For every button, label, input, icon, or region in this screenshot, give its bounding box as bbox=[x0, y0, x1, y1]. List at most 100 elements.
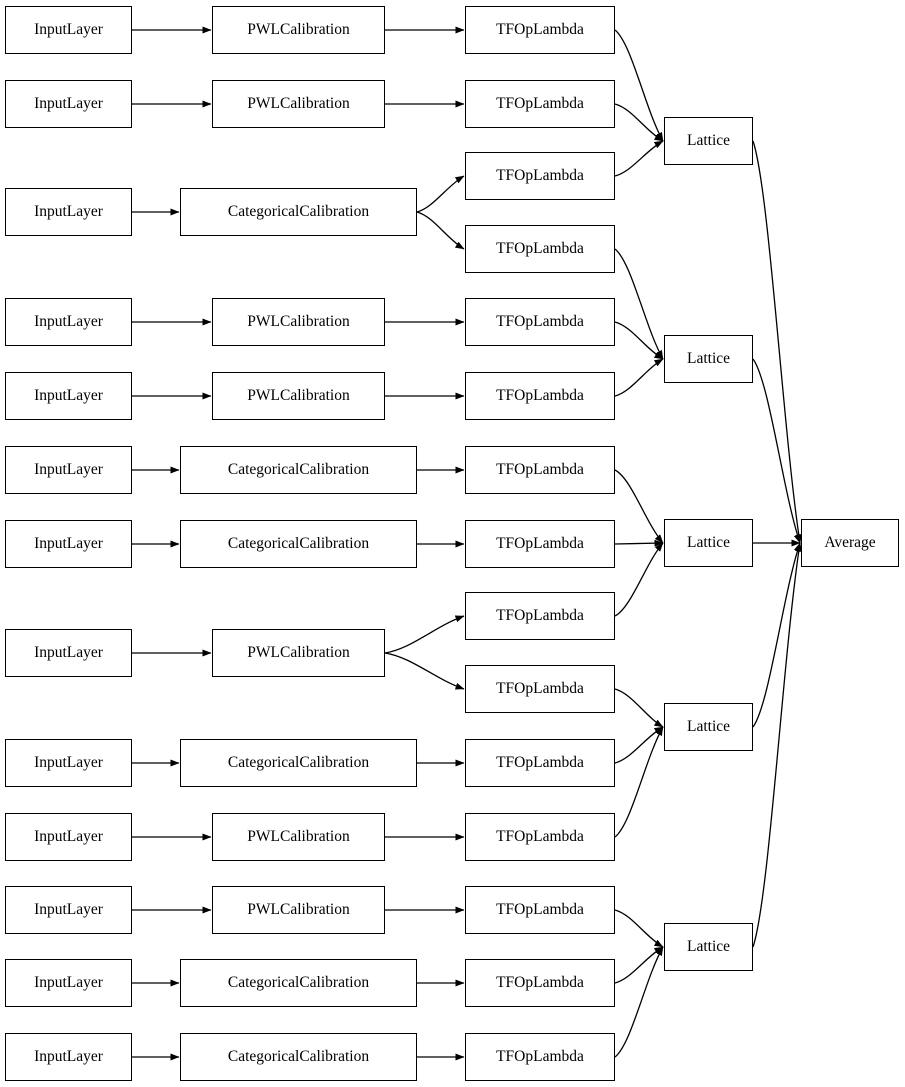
node-op11[interactable]: TFOpLambda bbox=[465, 739, 615, 787]
node-op6[interactable]: TFOpLambda bbox=[465, 372, 615, 420]
edge-lat5-to-avg bbox=[752, 542, 803, 948]
node-label: TFOpLambda bbox=[496, 21, 584, 39]
node-label: PWLCalibration bbox=[247, 644, 350, 662]
node-cal6[interactable]: CategoricalCalibration bbox=[180, 446, 417, 494]
node-in6[interactable]: InputLayer bbox=[5, 446, 132, 494]
node-in1[interactable]: InputLayer bbox=[5, 6, 132, 54]
node-cal4[interactable]: PWLCalibration bbox=[212, 298, 385, 346]
edge-op12-to-lat4 bbox=[614, 726, 664, 838]
edge-cal3-to-op3 bbox=[416, 175, 465, 213]
node-lat1[interactable]: Lattice bbox=[664, 117, 753, 165]
node-op10[interactable]: TFOpLambda bbox=[465, 665, 615, 713]
node-label: TFOpLambda bbox=[496, 240, 584, 258]
edge-cal8-to-op10 bbox=[384, 652, 465, 690]
node-in9[interactable]: InputLayer bbox=[5, 739, 132, 787]
edge-cal8-to-op9 bbox=[384, 615, 465, 654]
node-in10[interactable]: InputLayer bbox=[5, 813, 132, 861]
node-label: TFOpLambda bbox=[496, 828, 584, 846]
node-cal7[interactable]: CategoricalCalibration bbox=[180, 520, 417, 568]
edge-op10-to-lat4 bbox=[614, 688, 664, 728]
node-op3[interactable]: TFOpLambda bbox=[465, 152, 615, 200]
node-in13[interactable]: InputLayer bbox=[5, 1033, 132, 1081]
node-label: TFOpLambda bbox=[496, 754, 584, 772]
node-lat3[interactable]: Lattice bbox=[664, 519, 753, 567]
node-in5[interactable]: InputLayer bbox=[5, 372, 132, 420]
node-op9[interactable]: TFOpLambda bbox=[465, 592, 615, 640]
node-cal12[interactable]: CategoricalCalibration bbox=[180, 959, 417, 1007]
edge-op1-to-lat1 bbox=[614, 29, 664, 142]
node-label: CategoricalCalibration bbox=[227, 203, 370, 221]
node-cal3[interactable]: CategoricalCalibration bbox=[180, 188, 417, 236]
node-label: CategoricalCalibration bbox=[227, 754, 370, 772]
node-avg[interactable]: Average bbox=[801, 519, 899, 567]
node-label: PWLCalibration bbox=[247, 387, 350, 405]
edge-op14-to-lat5 bbox=[614, 946, 664, 984]
node-label: TFOpLambda bbox=[496, 901, 584, 919]
node-label: CategoricalCalibration bbox=[227, 535, 370, 553]
node-cal9[interactable]: CategoricalCalibration bbox=[180, 739, 417, 787]
node-label: PWLCalibration bbox=[247, 828, 350, 846]
node-op8[interactable]: TFOpLambda bbox=[465, 520, 615, 568]
node-in12[interactable]: InputLayer bbox=[5, 959, 132, 1007]
node-label: Average bbox=[824, 534, 876, 552]
node-label: InputLayer bbox=[34, 974, 103, 992]
node-in11[interactable]: InputLayer bbox=[5, 886, 132, 934]
edge-op13-to-lat5 bbox=[614, 909, 664, 948]
edge-op9-to-lat3 bbox=[614, 542, 664, 617]
node-label: PWLCalibration bbox=[247, 313, 350, 331]
node-lat2[interactable]: Lattice bbox=[664, 335, 753, 383]
node-cal5[interactable]: PWLCalibration bbox=[212, 372, 385, 420]
node-label: TFOpLambda bbox=[496, 95, 584, 113]
node-op14[interactable]: TFOpLambda bbox=[465, 959, 615, 1007]
edge-lat4-to-avg bbox=[752, 542, 801, 728]
node-label: InputLayer bbox=[34, 21, 103, 39]
node-op5[interactable]: TFOpLambda bbox=[465, 298, 615, 346]
edge-cal3-to-op4 bbox=[416, 211, 465, 250]
node-label: PWLCalibration bbox=[247, 21, 350, 39]
node-label: Lattice bbox=[686, 534, 731, 552]
node-label: TFOpLambda bbox=[496, 167, 584, 185]
node-label: Lattice bbox=[686, 938, 731, 956]
node-op4[interactable]: TFOpLambda bbox=[465, 225, 615, 273]
node-label: InputLayer bbox=[34, 203, 103, 221]
node-label: TFOpLambda bbox=[496, 535, 584, 553]
node-cal2[interactable]: PWLCalibration bbox=[212, 80, 385, 128]
node-label: InputLayer bbox=[34, 644, 103, 662]
node-label: CategoricalCalibration bbox=[227, 461, 370, 479]
node-label: Lattice bbox=[686, 350, 731, 368]
node-lat4[interactable]: Lattice bbox=[664, 703, 753, 751]
node-cal8[interactable]: PWLCalibration bbox=[212, 629, 385, 677]
node-op12[interactable]: TFOpLambda bbox=[465, 813, 615, 861]
node-cal1[interactable]: PWLCalibration bbox=[212, 6, 385, 54]
node-label: CategoricalCalibration bbox=[227, 974, 370, 992]
node-label: TFOpLambda bbox=[496, 974, 584, 992]
node-label: Lattice bbox=[686, 718, 731, 736]
node-op2[interactable]: TFOpLambda bbox=[465, 80, 615, 128]
node-cal13[interactable]: CategoricalCalibration bbox=[180, 1033, 417, 1081]
node-in2[interactable]: InputLayer bbox=[5, 80, 132, 128]
node-label: InputLayer bbox=[34, 828, 103, 846]
node-label: InputLayer bbox=[34, 461, 103, 479]
node-cal10[interactable]: PWLCalibration bbox=[212, 813, 385, 861]
node-in3[interactable]: InputLayer bbox=[5, 188, 132, 236]
node-label: TFOpLambda bbox=[496, 313, 584, 331]
node-lat5[interactable]: Lattice bbox=[664, 923, 753, 971]
node-in4[interactable]: InputLayer bbox=[5, 298, 132, 346]
node-in7[interactable]: InputLayer bbox=[5, 520, 132, 568]
node-op1[interactable]: TFOpLambda bbox=[465, 6, 615, 54]
edge-lat1-to-avg bbox=[752, 140, 803, 544]
node-label: InputLayer bbox=[34, 95, 103, 113]
edge-op4-to-lat2 bbox=[614, 248, 664, 360]
node-label: TFOpLambda bbox=[496, 461, 584, 479]
node-op7[interactable]: TFOpLambda bbox=[465, 446, 615, 494]
edge-op3-to-lat1 bbox=[614, 140, 664, 177]
node-op13[interactable]: TFOpLambda bbox=[465, 886, 615, 934]
node-in8[interactable]: InputLayer bbox=[5, 629, 132, 677]
node-label: InputLayer bbox=[34, 1048, 103, 1066]
node-cal11[interactable]: PWLCalibration bbox=[212, 886, 385, 934]
node-op15[interactable]: TFOpLambda bbox=[465, 1033, 615, 1081]
node-label: PWLCalibration bbox=[247, 901, 350, 919]
edge-op5-to-lat2 bbox=[614, 321, 664, 360]
node-label: Lattice bbox=[686, 132, 731, 150]
